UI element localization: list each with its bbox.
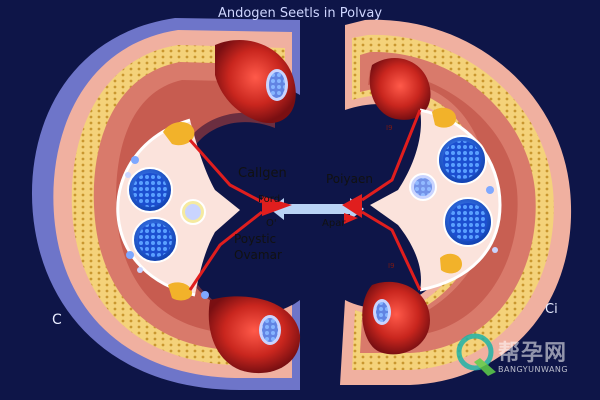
label-o-small: O' bbox=[266, 218, 277, 229]
watermark-text: 帮孕网 bbox=[498, 341, 568, 366]
label-ci-right: Ci bbox=[545, 302, 558, 317]
label-ovamar: Ovamar bbox=[234, 248, 282, 262]
label-pord: Pord bbox=[258, 194, 281, 205]
watermark-logo bbox=[456, 333, 496, 376]
right-ovary bbox=[340, 19, 572, 386]
label-tiny-bottom-right: I9 bbox=[388, 262, 395, 270]
diagram-title: Andogen Seetls in Polvay bbox=[217, 6, 383, 21]
label-tiny-top-right: I9 bbox=[386, 124, 393, 132]
label-apar: Apar bbox=[322, 218, 346, 229]
connector-arrows bbox=[188, 109, 422, 291]
label-callgen: Callgen bbox=[238, 166, 287, 181]
watermark-subtext: BANGYUNWANG bbox=[498, 365, 569, 374]
label-c-left: C bbox=[52, 312, 62, 328]
left-ovary bbox=[31, 18, 301, 390]
label-poystic: Poystic bbox=[234, 232, 277, 246]
label-poiyaen: Poiyaen bbox=[326, 172, 373, 186]
